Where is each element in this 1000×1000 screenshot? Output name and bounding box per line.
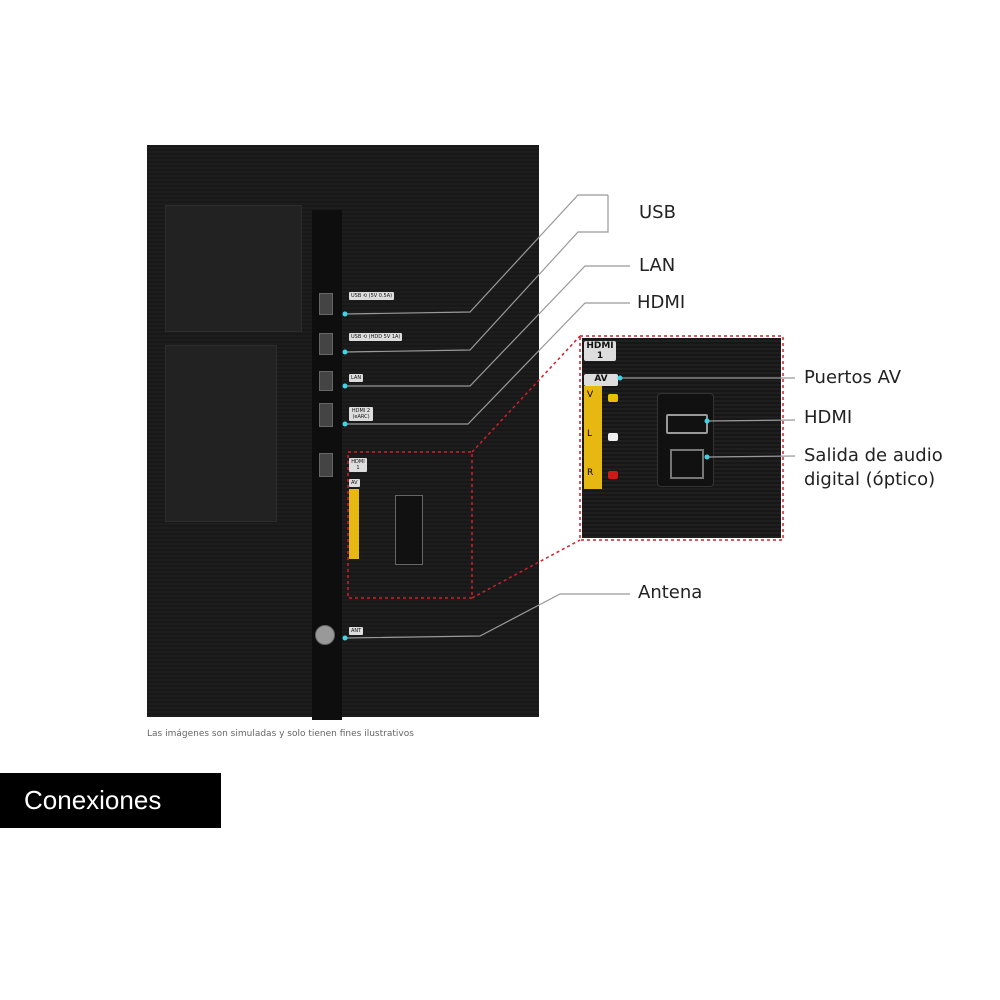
right-audio-jack — [608, 471, 618, 479]
hdmi1-port-label: HDMI 1 — [349, 458, 367, 472]
tv-rear-panel: USB ⟲ (5V 0.5A) USB ⟲ (HDD 5V 1A) LAN HD… — [147, 145, 539, 720]
callout-optical-1: Salida de audio — [804, 445, 943, 466]
hdmi2-port-label: HDMI 2 (eARC) — [349, 407, 373, 421]
title-banner: Conexiones — [0, 773, 221, 828]
callout-usb: USB — [639, 202, 676, 223]
section-title: Conexiones — [24, 785, 162, 815]
left-audio-jack — [608, 433, 618, 441]
zoom-inset: HDMI 1 AV V L R — [582, 338, 781, 538]
antenna-port — [315, 625, 335, 645]
hdmi1-port — [319, 453, 333, 477]
callout-hdmi: HDMI — [637, 292, 686, 313]
usb-port-2 — [319, 333, 333, 355]
ant-port-label: ANT — [349, 627, 364, 635]
rear-cover — [165, 345, 277, 522]
callout-av: Puertos AV — [804, 367, 902, 388]
left-audio-marker: L — [587, 429, 593, 439]
usb2-port-label: USB ⟲ (HDD 5V 1A) — [349, 333, 403, 341]
av-yellow-strip-zoom — [584, 386, 602, 489]
callout-optical-2: digital (óptico) — [804, 469, 936, 490]
disclaimer-caption: Las imágenes son simuladas y solo tienen… — [147, 729, 414, 739]
usb1-port-label: USB ⟲ (5V 0.5A) — [349, 292, 395, 300]
label-plate — [165, 205, 302, 332]
callout-lan: LAN — [639, 255, 676, 276]
hdmi-optical-block — [395, 495, 423, 565]
callout-hdmi-zoom: HDMI — [804, 407, 853, 428]
usb-port-1 — [319, 293, 333, 315]
lan-port — [319, 371, 333, 391]
dashed-highlight — [347, 335, 784, 599]
video-jack — [608, 394, 618, 402]
hdmi-port-zoom — [666, 414, 708, 434]
callout-antenna: Antena — [638, 582, 703, 603]
av-port-label: AV — [349, 479, 360, 487]
zoom-av-label: AV — [584, 374, 618, 386]
av-yellow-strip — [349, 489, 359, 559]
hdmi-optical-block-zoom — [657, 393, 714, 487]
hdmi2-port — [319, 403, 333, 427]
optical-port-zoom — [670, 449, 704, 479]
callout-dots — [342, 311, 710, 641]
lan-port-label: LAN — [349, 374, 364, 382]
right-audio-marker: R — [587, 468, 594, 478]
zoom-hdmi1-label: HDMI 1 — [584, 341, 616, 361]
video-marker: V — [587, 390, 594, 400]
